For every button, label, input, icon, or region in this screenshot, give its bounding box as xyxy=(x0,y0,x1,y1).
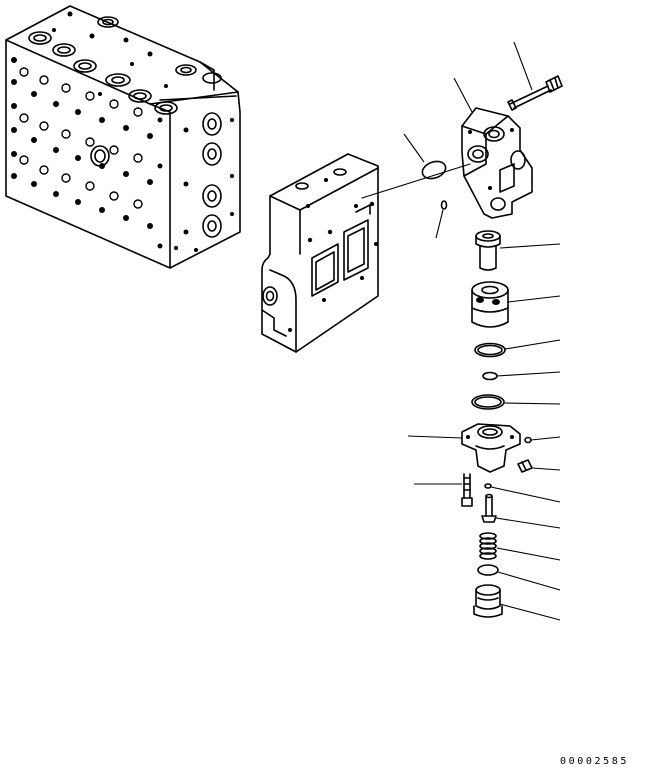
valve-spool xyxy=(475,230,561,271)
drawing-code: 00002585 xyxy=(560,756,629,767)
assembly-line xyxy=(361,163,471,199)
backup-ring xyxy=(482,371,561,381)
spring xyxy=(479,532,561,561)
valve-cover-housing xyxy=(453,77,533,219)
flange-bolt xyxy=(414,473,473,507)
o-ring-seal xyxy=(403,133,447,180)
mounting-bolt xyxy=(507,41,563,111)
plug-screw xyxy=(517,459,561,473)
seat-ring xyxy=(477,564,561,591)
poppet-pin xyxy=(481,493,561,529)
valve-sleeve xyxy=(471,281,561,328)
body-front-holes xyxy=(11,57,163,249)
valve-section-block xyxy=(261,153,379,353)
control-valve-body xyxy=(5,5,241,269)
o-ring-large-1 xyxy=(474,339,561,358)
small-o-ring xyxy=(435,200,448,239)
tiny-o-ring xyxy=(484,483,561,503)
end-plug xyxy=(473,584,561,621)
flange-housing xyxy=(407,423,521,473)
o-ring-large-2 xyxy=(471,394,561,410)
small-seal xyxy=(524,436,561,444)
